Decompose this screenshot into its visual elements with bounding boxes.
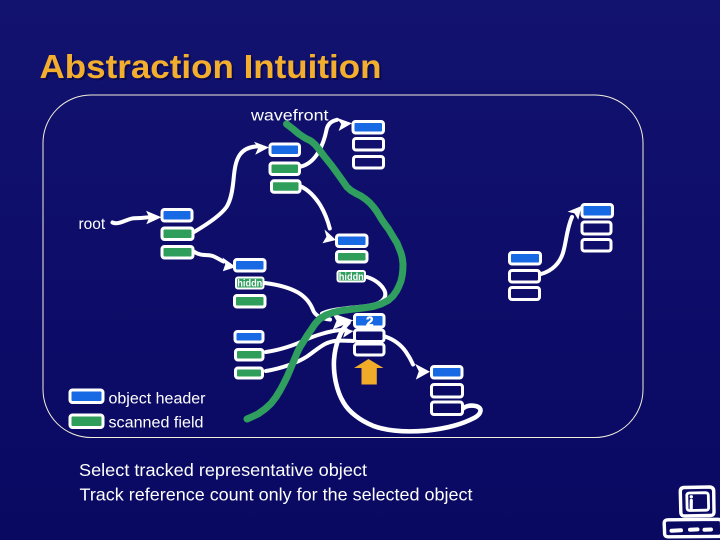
svg-text:Select tracked representative: Select tracked representative object	[79, 460, 367, 480]
svg-text:object header: object header	[109, 391, 206, 408]
svg-text:root: root	[79, 216, 106, 233]
svg-text:wavefront: wavefront	[250, 108, 329, 125]
svg-text:Abstraction Intuition: Abstraction Intuition	[42, 51, 384, 88]
svg-text:hiddn: hiddn	[237, 278, 262, 290]
svg-text:hiddn: hiddn	[339, 271, 364, 283]
svg-text:2: 2	[366, 314, 374, 329]
svg-text:Track reference count only for: Track reference count only for the selec…	[80, 485, 473, 505]
svg-text:scanned field: scanned field	[109, 415, 204, 432]
svg-text:Abstraction Intuition: Abstraction Intuition	[40, 49, 382, 86]
